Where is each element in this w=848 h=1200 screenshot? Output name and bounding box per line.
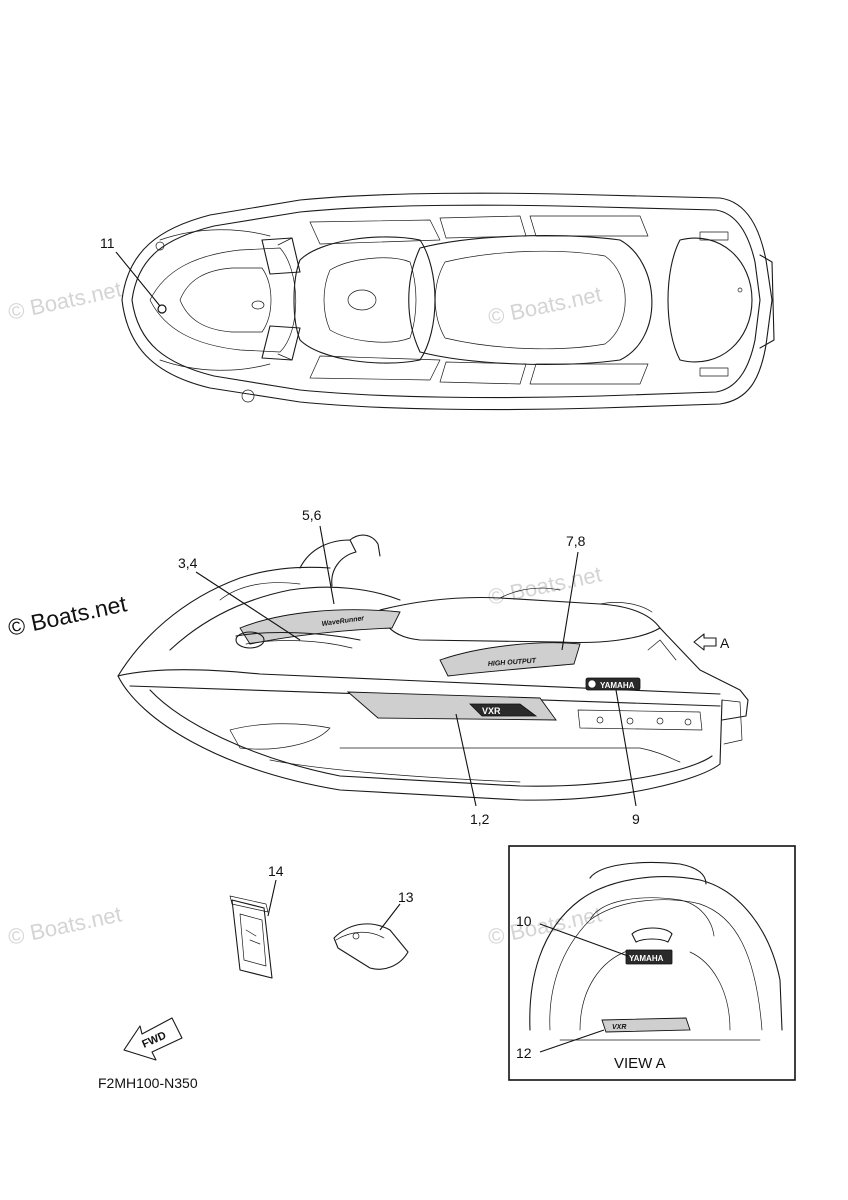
view-a-box (508, 845, 796, 1081)
leader-7-8 (561, 551, 579, 651)
viewa-yamaha-text: YAMAHA (629, 954, 664, 963)
callout-11: 11 (100, 235, 115, 251)
viewa-model-text: VXR (612, 1024, 626, 1031)
leader-9 (615, 689, 637, 807)
callout-12: 12 (516, 1045, 532, 1061)
leader-1-2 (455, 713, 477, 807)
leader-13 (379, 903, 401, 931)
part-code: F2MH100-N350 (98, 1075, 198, 1091)
side-view-hull: WaveRunner HIGH OUTPUT VXR YAMAHA (117, 534, 749, 801)
view-a-rear-hull: YAMAHA VXR (529, 862, 783, 1041)
top-view-hull (121, 192, 775, 411)
callout-9: 9 (632, 811, 640, 827)
view-a-label: VIEW A (614, 1055, 666, 1072)
callout-7-8: 7,8 (566, 533, 586, 549)
fwd-arrow-icon: FWD (123, 1017, 183, 1061)
callout-1-2: 1,2 (470, 811, 490, 827)
leader-10 (539, 923, 629, 957)
leader-5-6 (319, 525, 335, 605)
decal-high-output-text: HIGH OUTPUT (488, 658, 537, 668)
hollow-arrow-left-icon (693, 633, 717, 651)
callout-5-6: 5,6 (302, 507, 322, 523)
part-14-sheet (229, 895, 273, 979)
part-13-pouch (333, 923, 409, 970)
leader-11 (115, 251, 161, 307)
callout-14: 14 (268, 863, 284, 879)
leader-14 (267, 879, 277, 917)
callout-3-4: 3,4 (178, 555, 198, 571)
leader-12 (539, 1029, 605, 1053)
callout-13: 13 (398, 889, 414, 905)
callout-10: 10 (516, 913, 532, 929)
watermark-top-left: © Boats.net (6, 276, 124, 324)
watermark-bold: © Boats.net (6, 590, 130, 641)
leader-3-4 (195, 571, 301, 641)
decal-yamaha-text: YAMAHA (600, 681, 635, 690)
decal-vxr-text: VXR (482, 706, 501, 716)
watermark-bottom-left: © Boats.net (6, 901, 124, 949)
watermark-top-right: © Boats.net (486, 281, 604, 329)
callout-view-a-arrow: A (720, 635, 730, 651)
